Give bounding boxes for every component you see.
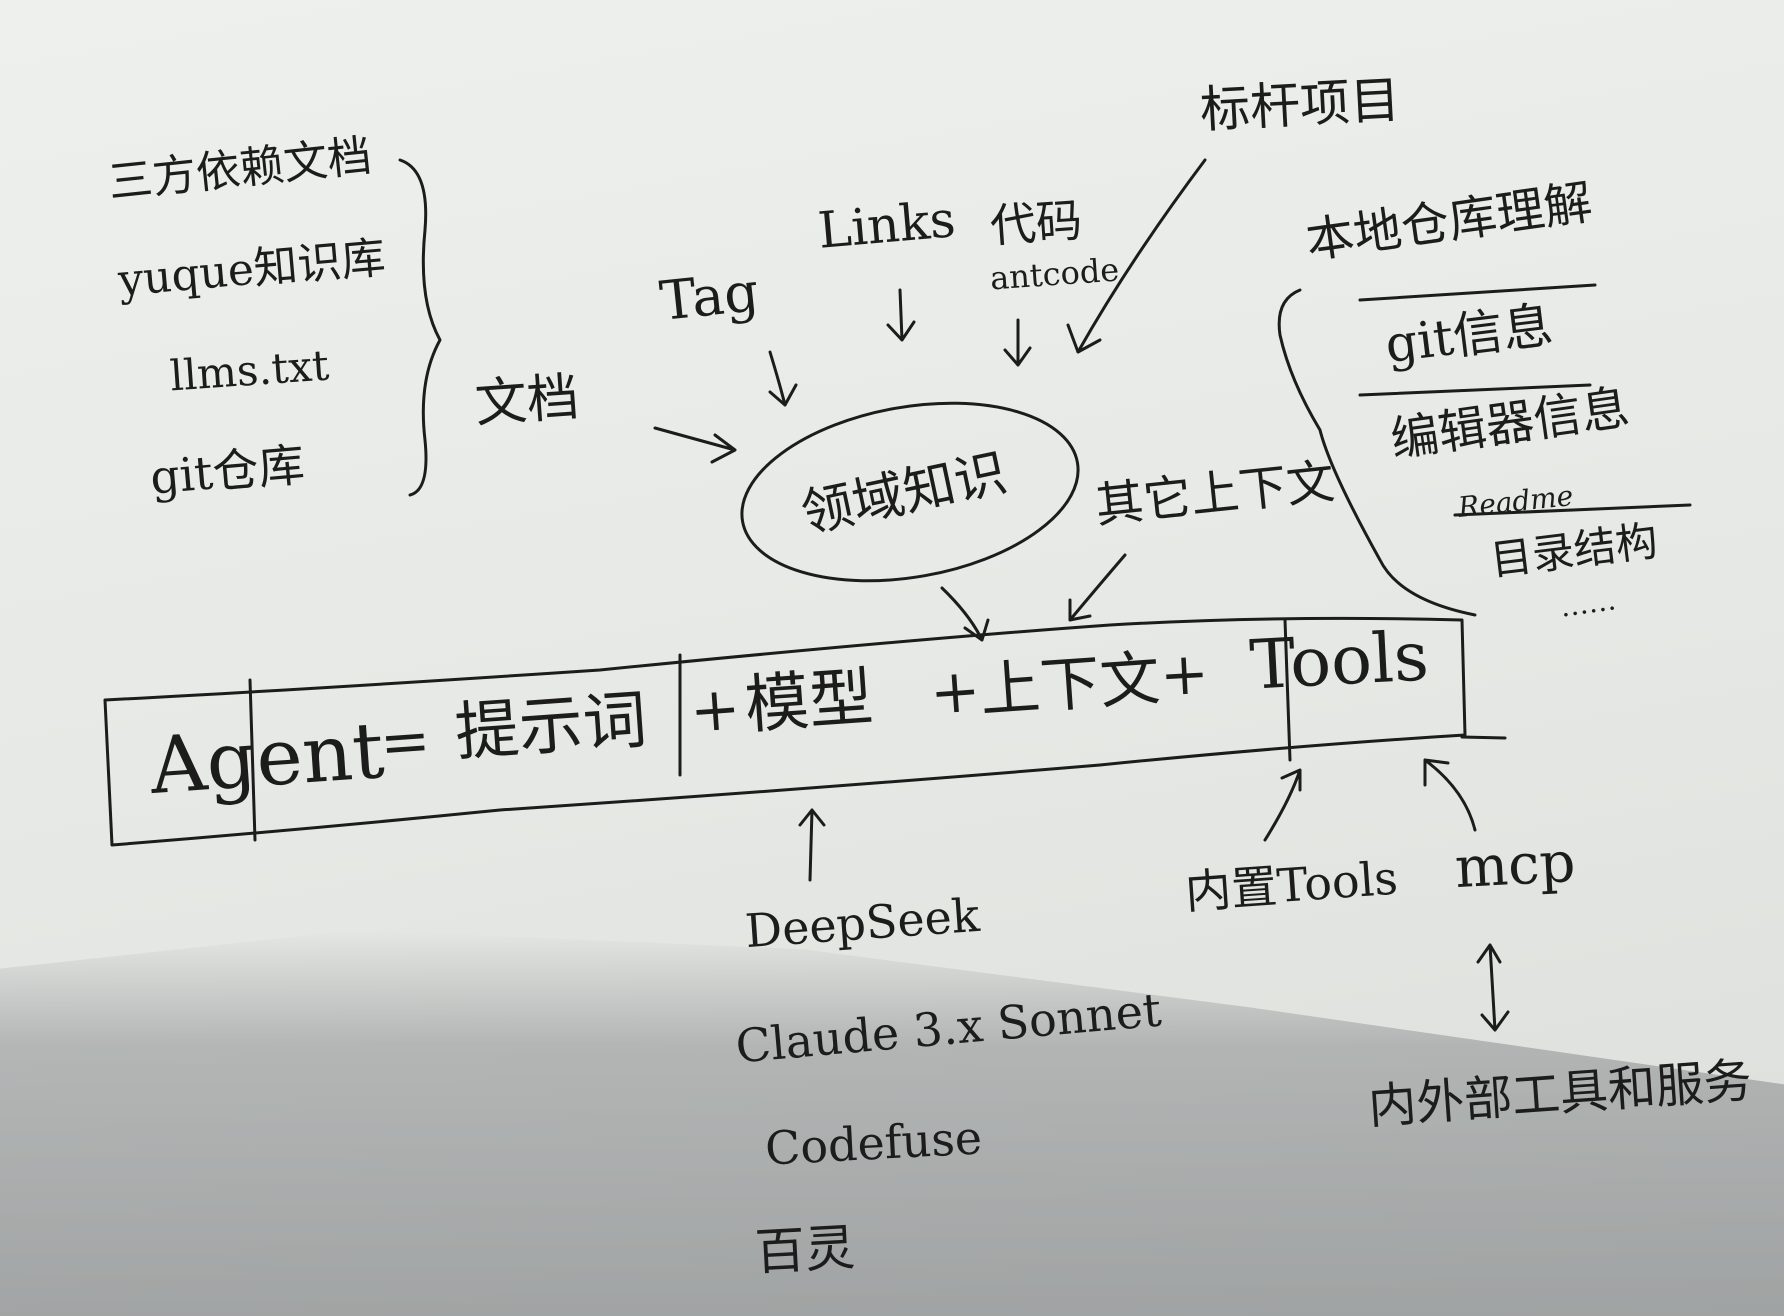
formula-divider-1	[248, 678, 257, 842]
arrow-code-down	[1003, 318, 1032, 367]
source-llms-txt: llms.txt	[168, 340, 331, 401]
domain-ellipse	[740, 401, 1080, 583]
formula-equals: =	[377, 705, 433, 779]
repo-underline-3	[1453, 503, 1692, 517]
formula-box	[103, 616, 1467, 847]
formula-plus-2: +	[927, 655, 983, 729]
arrow-models-up	[798, 808, 826, 882]
arrow-context-down	[1068, 553, 1127, 622]
formula-prompt: 提示词	[452, 683, 650, 771]
formula-divider-3	[1283, 618, 1292, 762]
builtin-tools-label: 内置Tools	[1183, 850, 1400, 920]
links-label: Links	[815, 190, 958, 260]
repo-underline-2	[1358, 383, 1592, 397]
arrow-links-down	[886, 288, 916, 342]
antcode-label: antcode	[988, 250, 1121, 298]
repo-item-ellipsis: ……	[1557, 583, 1618, 624]
arrow-benchmark	[1066, 158, 1207, 354]
model-bailing: 百灵	[753, 1218, 857, 1282]
formula-model: 模型	[742, 660, 876, 744]
arrow-domain-down	[940, 586, 990, 642]
repo-underline-1	[1358, 283, 1597, 302]
arrow-doc-to-domain	[653, 426, 737, 464]
source-git-repo: git仓库	[147, 437, 307, 505]
arrow-tag-down	[768, 350, 798, 407]
formula-plus-3: +	[1158, 638, 1211, 710]
doc-label: 文档	[473, 367, 581, 435]
formula-plus-1: +	[687, 673, 743, 747]
arrow-mcp-external	[1476, 943, 1510, 1032]
tag-label: Tag	[656, 260, 762, 333]
arrow-mcp-up	[1423, 758, 1477, 832]
formula-context: 上下文	[977, 643, 1163, 727]
formula-tick	[1460, 735, 1507, 740]
model-codefuse: Codefuse	[763, 1110, 984, 1176]
benchmark-project-label: 标杆项目	[1198, 70, 1402, 140]
code-label: 代码	[988, 192, 1084, 254]
sources-brace	[398, 158, 442, 497]
repo-brace	[1277, 288, 1477, 617]
formula-agent: Agent	[147, 705, 387, 813]
mcp-label: mcp	[1453, 829, 1577, 902]
arrow-tools-up	[1263, 768, 1302, 842]
formula-tools: Tools	[1248, 617, 1431, 706]
